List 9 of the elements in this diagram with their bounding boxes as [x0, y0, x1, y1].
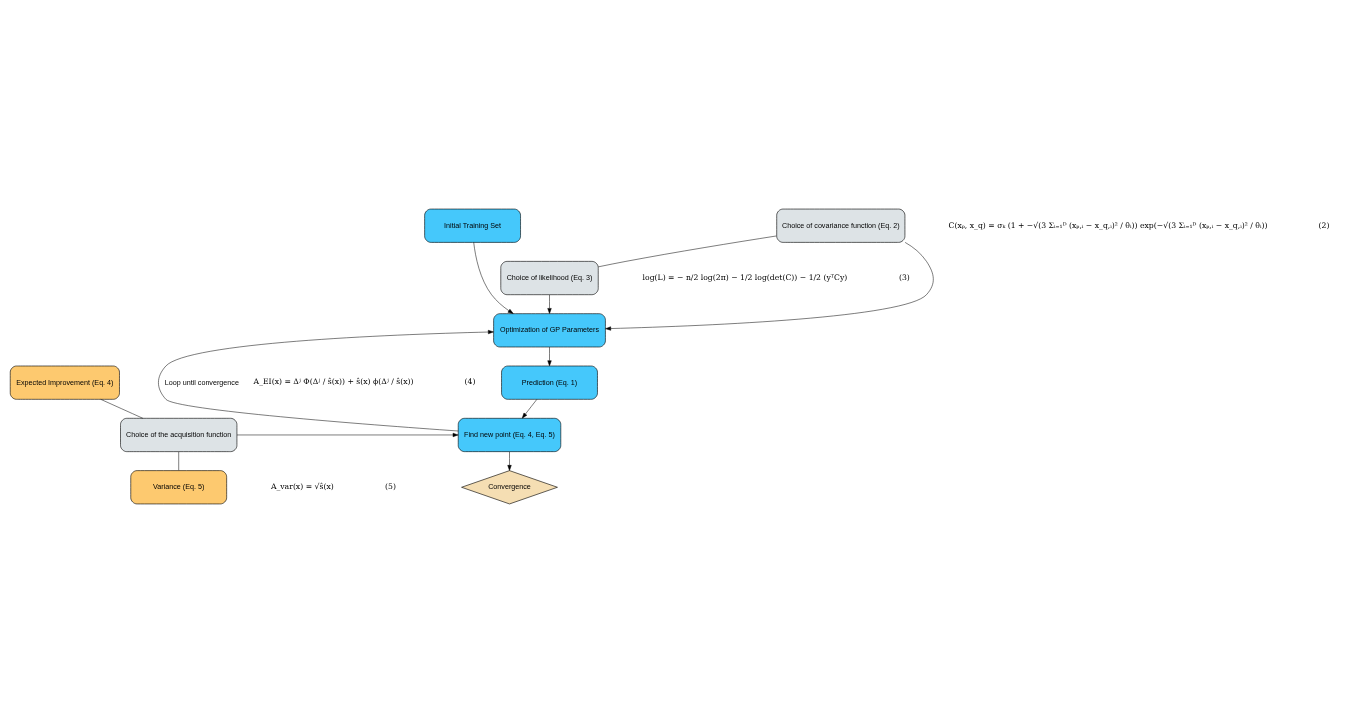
arrow — [547, 346, 552, 367]
connector — [100, 399, 144, 419]
arrow — [507, 451, 512, 471]
arrow — [521, 399, 538, 419]
arrow — [158, 330, 494, 432]
arrow — [473, 242, 514, 314]
arrow — [605, 242, 934, 331]
arrow — [547, 294, 552, 314]
arrow — [236, 432, 459, 437]
